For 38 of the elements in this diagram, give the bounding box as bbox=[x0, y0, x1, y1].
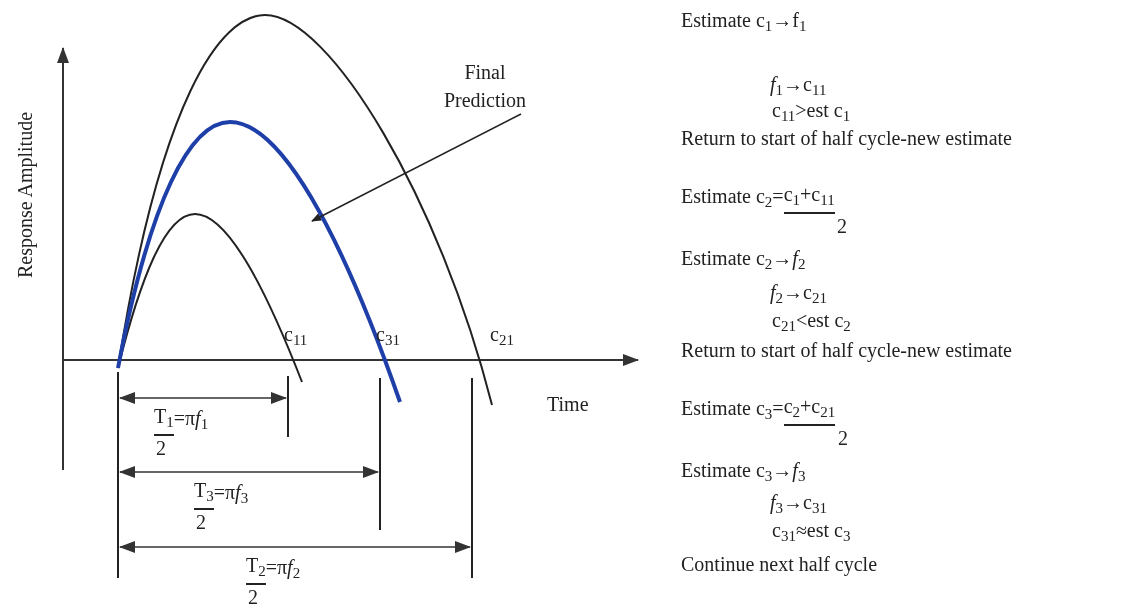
formula-text: f$_{1}$ bbox=[195, 406, 209, 434]
formula-text: T$_{2}$ bbox=[246, 553, 266, 585]
formula-text: f$_{3}$→c$_{31}$ bbox=[770, 490, 827, 518]
formula-text: 2 bbox=[196, 510, 206, 535]
formula-text: Estimate c$_{2}$→f$_{2}$ bbox=[681, 246, 806, 274]
formula-text: c$_{31}$ bbox=[376, 322, 400, 350]
formula-text: f$_{3}$ bbox=[235, 480, 249, 508]
formula-text: 2 bbox=[838, 426, 848, 451]
formula-text: Estimate c$_{3}$= bbox=[681, 396, 784, 424]
formula-text: f$_{2}$→c$_{21}$ bbox=[770, 280, 827, 308]
formula-text: Estimate c$_{1}$→f$_{1}$ bbox=[681, 8, 807, 36]
formula-text: f$_{2}$ bbox=[287, 555, 301, 583]
formula-text: =π bbox=[213, 480, 236, 503]
formula-text: T$_{3}$ bbox=[194, 478, 214, 510]
formula-text: 2 bbox=[248, 585, 258, 610]
formula-text: Continue next half cycle bbox=[681, 552, 878, 578]
formula-text: Estimate c$_{3}$→f$_{3}$ bbox=[681, 458, 806, 486]
formula-text: f$_{1}$→c$_{11}$ bbox=[770, 72, 827, 100]
leader-arrow bbox=[311, 113, 522, 222]
formula-text: 2 bbox=[837, 214, 847, 239]
axis-title: Response Amplitude bbox=[13, 110, 38, 281]
formula-text: c$_{21}$ bbox=[490, 322, 514, 350]
formula-text: c$_{11}$>est c$_{1}$ bbox=[772, 98, 851, 126]
response-curve bbox=[116, 120, 402, 403]
annotation-text: Final Prediction bbox=[430, 58, 540, 114]
formula-text: Return to start of half cycle-new estimate bbox=[681, 338, 1012, 364]
formula-text: c$_{11}$ bbox=[284, 322, 308, 350]
formula-text: Return to start of half cycle-new estimate bbox=[681, 126, 1012, 152]
formula-text: T$_{1}$ bbox=[154, 404, 174, 436]
formula-text: c$_{1}$+c$_{11}$ bbox=[783, 182, 835, 214]
formula-text: c$_{31}$≈est c$_{3}$ bbox=[772, 518, 851, 546]
formula-text: 2 bbox=[156, 436, 166, 461]
formula-text: Estimate c$_{2}$= bbox=[681, 184, 784, 212]
formula-text: =π bbox=[173, 406, 196, 429]
formula-text: c$_{21}$<est c$_{2}$ bbox=[772, 308, 851, 336]
formula-text: c$_{2}$+c$_{21}$ bbox=[783, 394, 836, 426]
formula-text: Time bbox=[547, 392, 589, 417]
formula-text: =π bbox=[265, 555, 288, 578]
